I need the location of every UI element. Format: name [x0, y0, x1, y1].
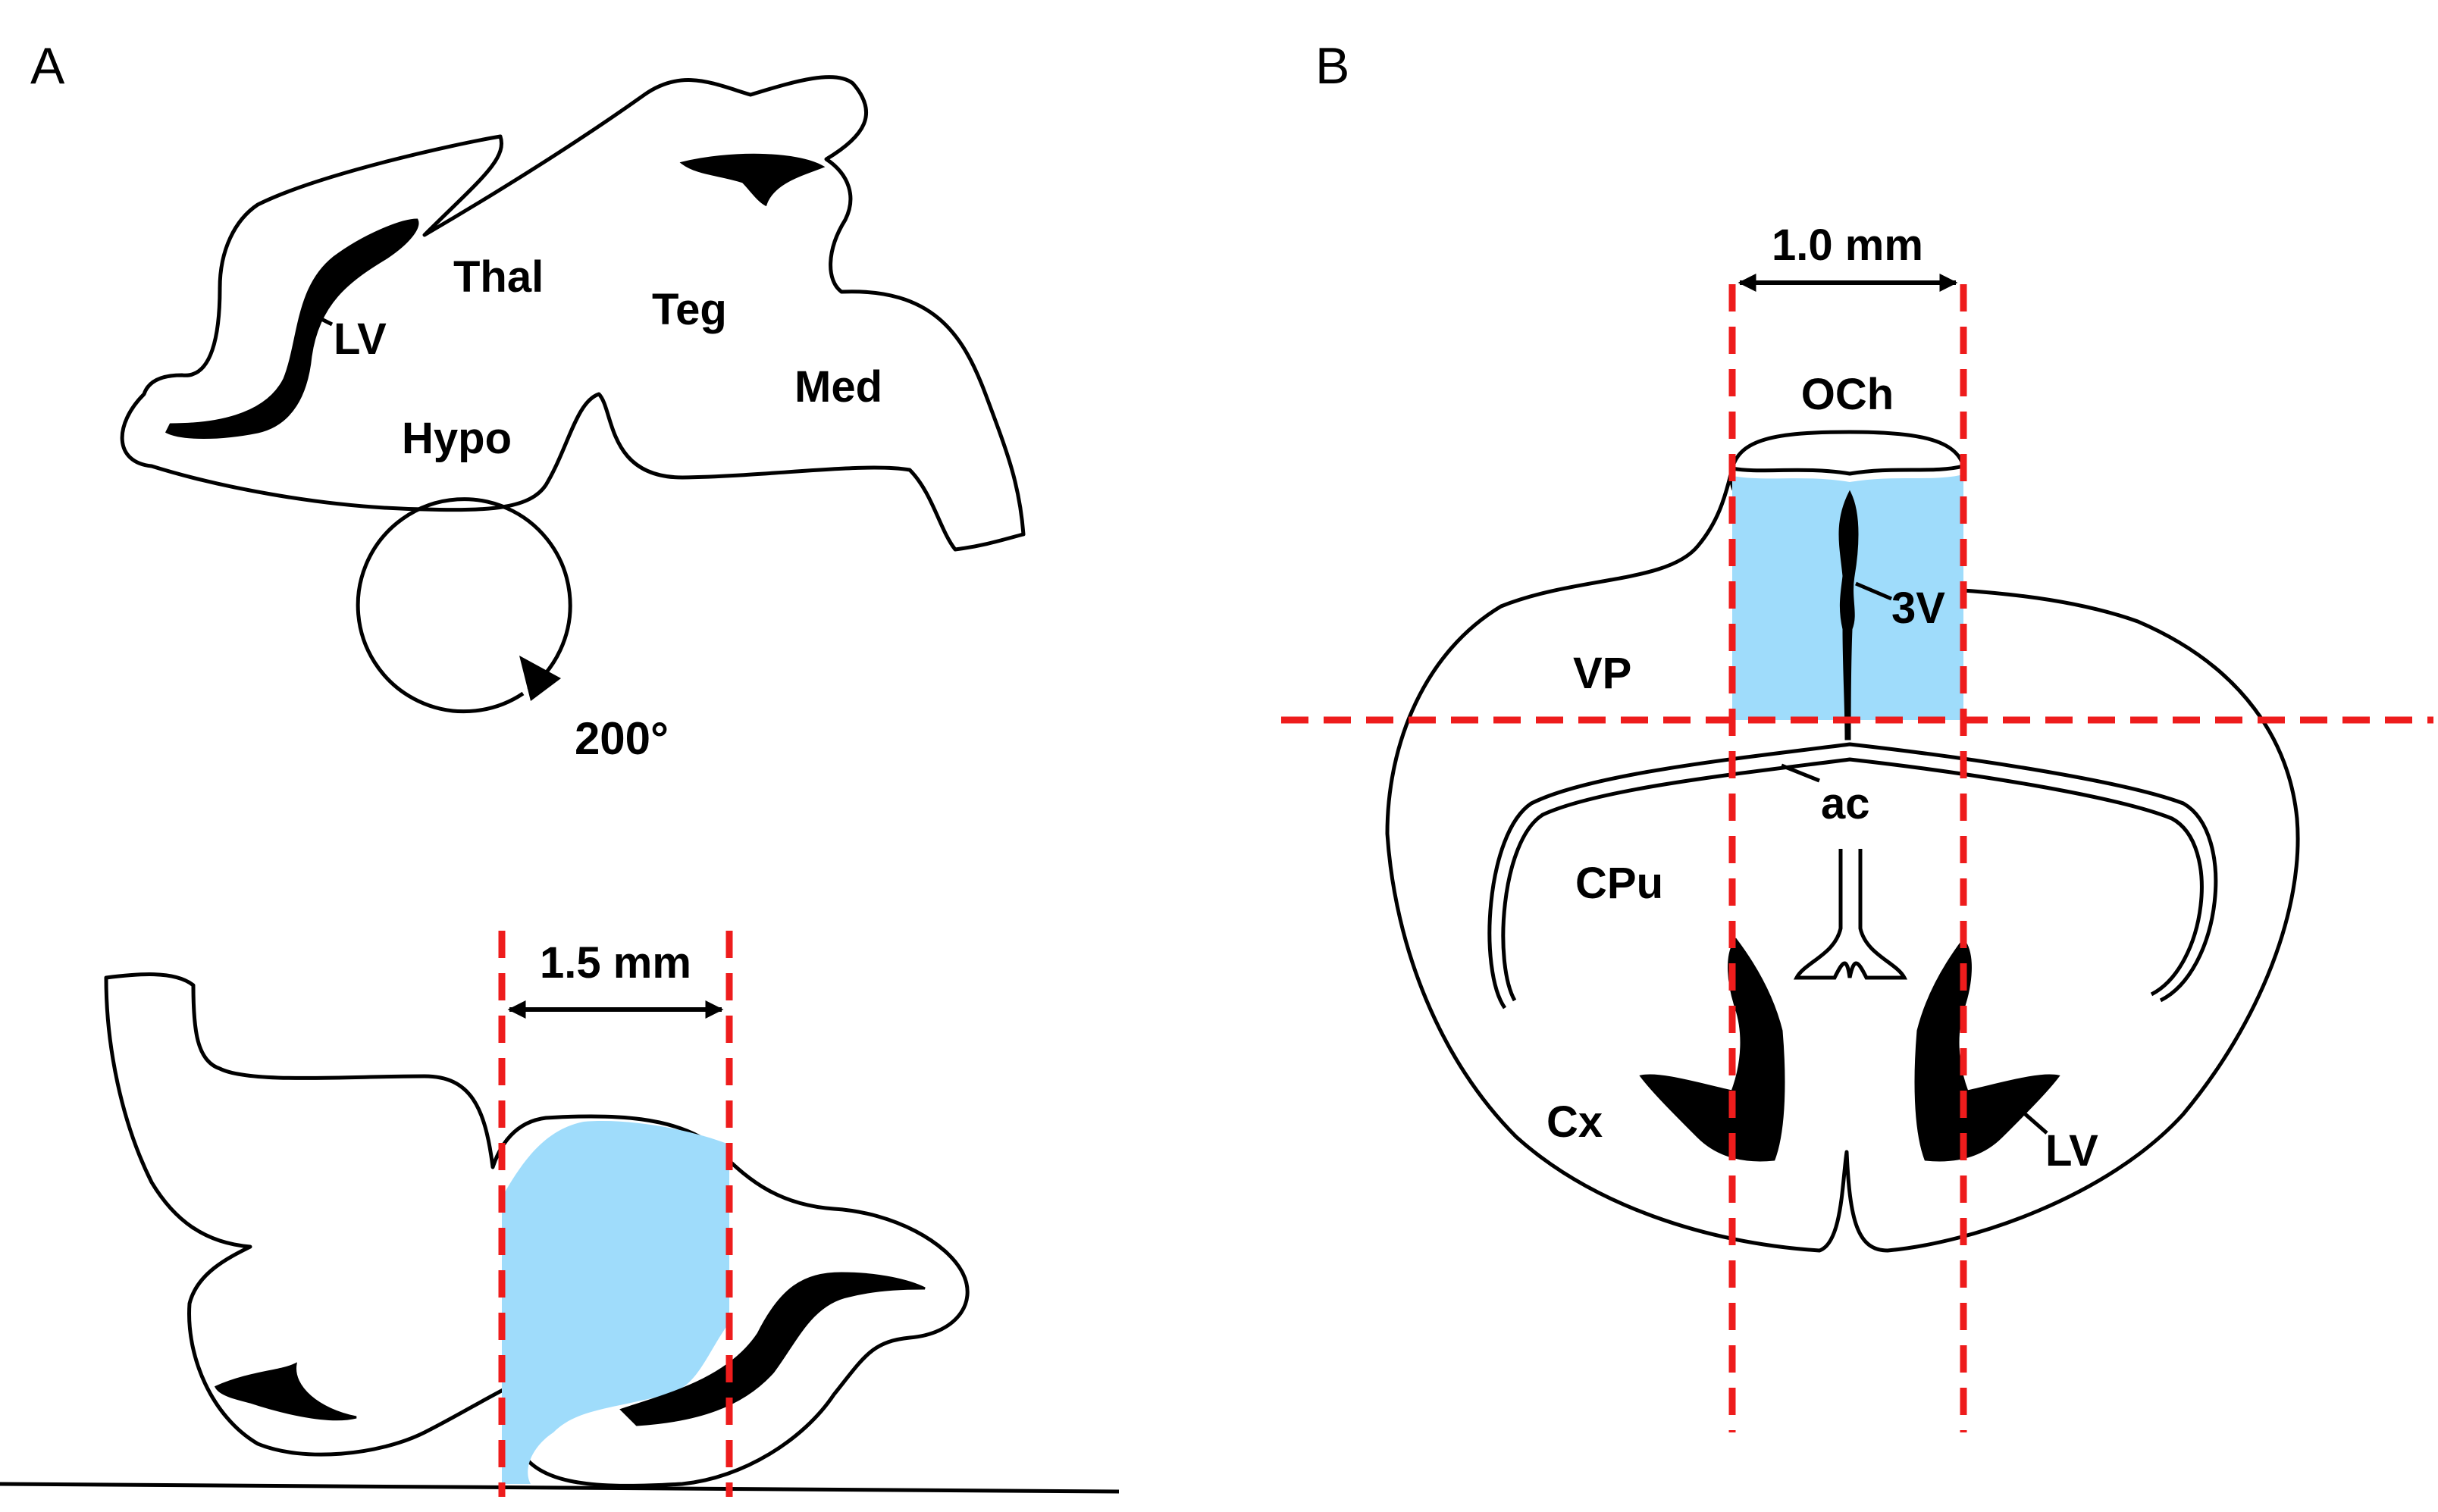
selected-region-panel-a [502, 1121, 729, 1484]
anterior-commissure [1487, 742, 2218, 1010]
panel-b-letter: B [1315, 37, 1349, 95]
label-cpu: CPu [1575, 859, 1663, 908]
cut-width-label-b: 1.0 mm [1772, 221, 1923, 270]
base-line [0, 1482, 1120, 1494]
panel-b: B 1.0 mm OCh 3V VP ac CPu Cx LV [1281, 37, 2433, 1432]
rotation-angle-label: 200° [575, 713, 669, 764]
label-vp: VP [1573, 649, 1631, 698]
cut-width-label-a: 1.5 mm [540, 938, 691, 988]
ventricle-upper-caudal [679, 153, 826, 207]
label-teg: Teg [652, 285, 727, 334]
lateral-ventricle-right [1914, 938, 2060, 1162]
label-med: Med [794, 362, 882, 412]
rotation-indicator: 200° [356, 497, 669, 764]
label-ac: ac [1821, 779, 1870, 828]
lateral-ventricle-lower [619, 1272, 926, 1426]
panel-a: A LV Thal Teg Med Hypo 200° 1.5 [0, 37, 1120, 1497]
sagittal-section-rotated [0, 972, 1120, 1494]
rotation-arc [356, 497, 572, 714]
label-3v: 3V [1891, 584, 1945, 633]
label-thal: Thal [453, 252, 544, 302]
lateral-ventricle-left [1639, 938, 1785, 1162]
label-hypo: Hypo [402, 414, 512, 463]
label-och: OCh [1801, 370, 1894, 419]
ventricle-lower-caudal [214, 1362, 357, 1421]
optic-chiasm [1730, 430, 1966, 476]
ac-leader [1781, 763, 1820, 783]
midline-ventricle-ventral [1793, 849, 1908, 980]
lateral-ventricle-upper [165, 218, 419, 439]
coronal-section [1385, 430, 2300, 1253]
panel-a-letter: A [30, 37, 65, 95]
rotation-arrowhead-icon [519, 656, 561, 701]
3v-leader [1855, 581, 1892, 601]
lv-leader-b [2015, 1105, 2048, 1135]
sagittal-outline-upper [120, 75, 1026, 552]
label-lv-b: LV [2045, 1126, 2098, 1175]
label-cx: Cx [1546, 1097, 1603, 1147]
third-ventricle [1838, 490, 1859, 740]
sagittal-section-original [120, 75, 1026, 552]
label-lv-upper: LV [334, 315, 387, 364]
lv-leader-upper [300, 307, 334, 327]
